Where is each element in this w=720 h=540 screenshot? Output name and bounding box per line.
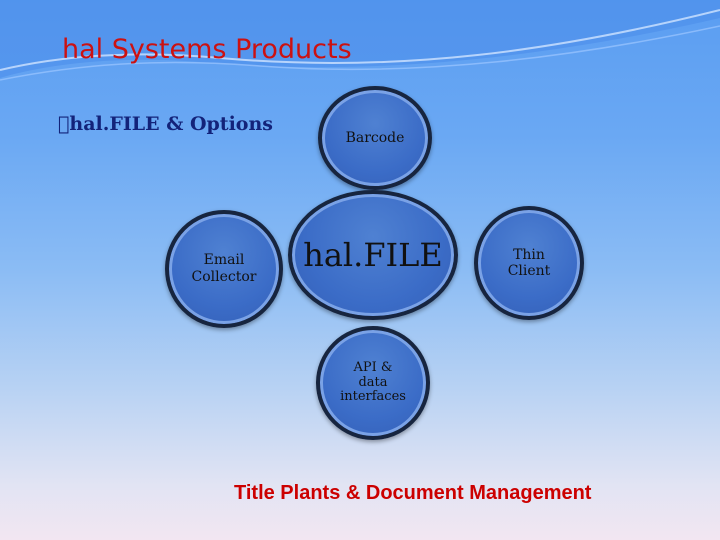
slide-title: hal Systems Products — [62, 34, 352, 65]
email-label-line-2: Collector — [191, 269, 257, 285]
center-label: hal.FILE — [303, 236, 443, 274]
email-collector-node: Email Collector — [165, 210, 283, 328]
barcode-label: Barcode — [345, 130, 405, 146]
slide-subtitle: Title Plants & Document Management — [234, 482, 592, 504]
barcode-node: Barcode — [318, 86, 432, 190]
header-wave-decoration — [0, 0, 720, 81]
thin-label-line-1: Thin — [513, 246, 545, 263]
hal-file-center-node: hal.FILE — [288, 190, 458, 320]
api-label-line-2: data — [358, 374, 388, 390]
thin-label-line-2: Client — [507, 263, 551, 279]
api-data-interfaces-node: API & data interfaces — [316, 326, 430, 440]
api-label-line-3: interfaces — [340, 389, 406, 405]
thin-client-node: Thin Client — [474, 206, 584, 320]
email-label-line-1: Email — [203, 252, 245, 269]
bullet-item:  hal.FILE & Options — [58, 113, 273, 135]
api-label-line-1: API & — [353, 359, 393, 375]
